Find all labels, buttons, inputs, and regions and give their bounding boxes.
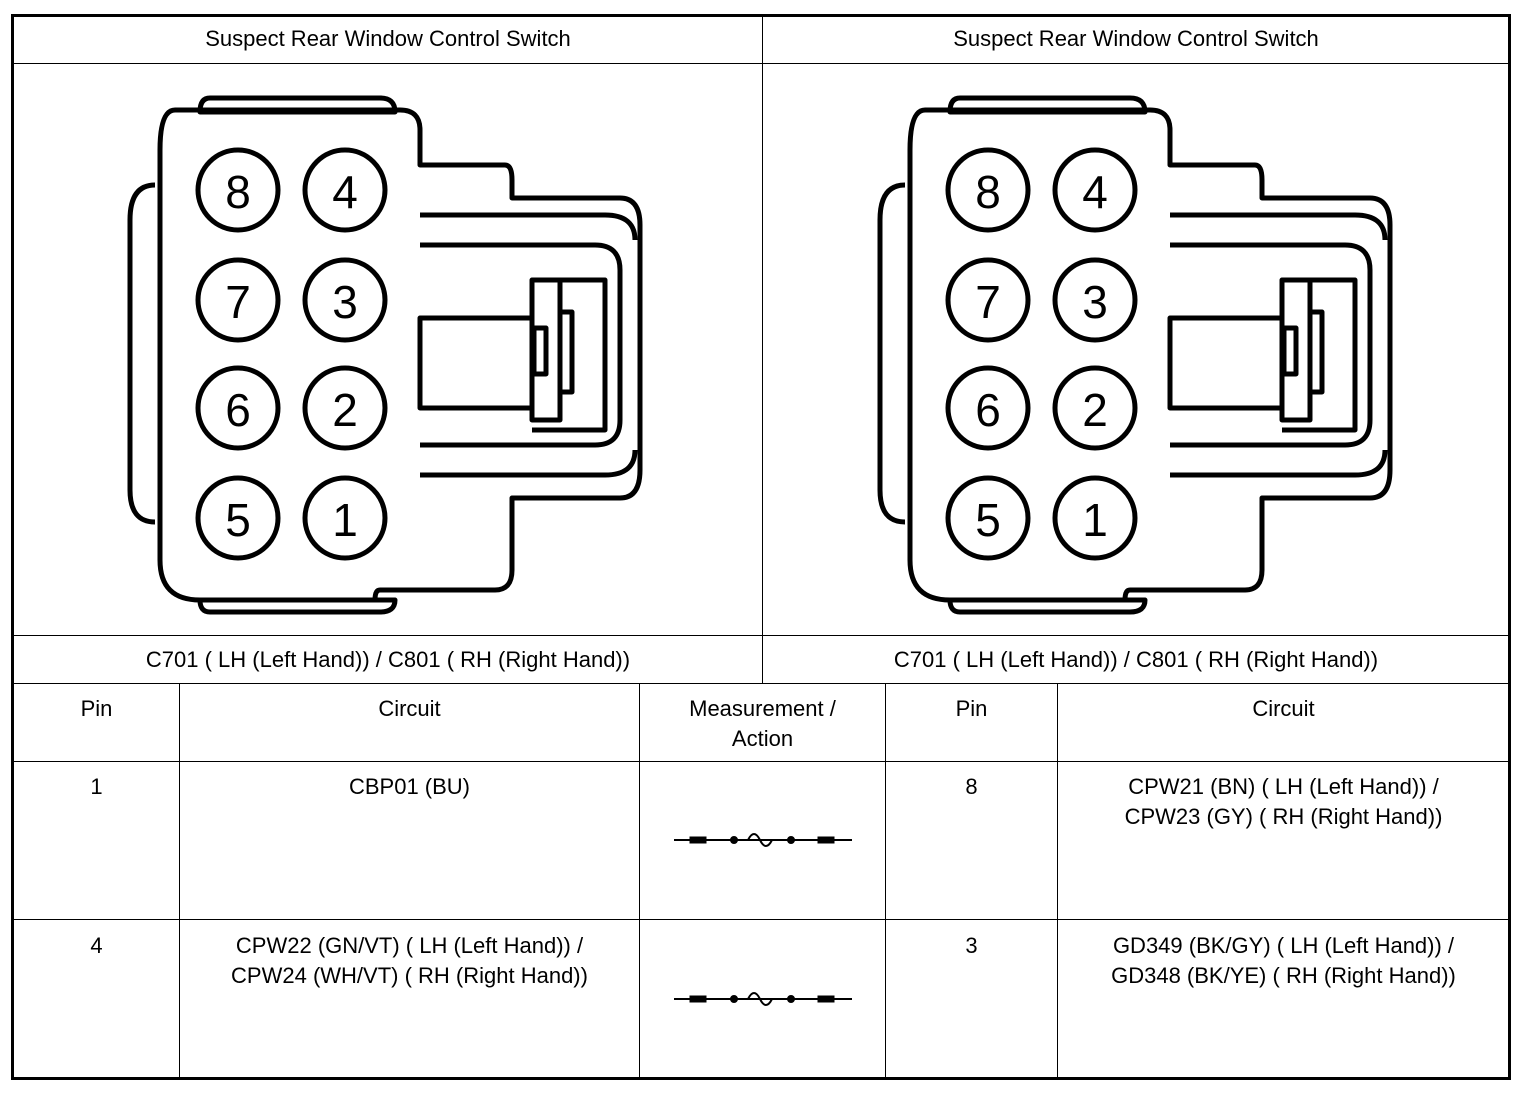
pin-2-label: 2 <box>332 384 358 436</box>
resistance-meter-icon <box>674 833 852 847</box>
column-header-circuit: Circuit <box>1252 696 1315 721</box>
left-connector-diagram: 8 7 6 5 4 3 2 1 <box>127 95 643 615</box>
circuit-line: CPW24 (WH/VT) ( RH (Right Hand)) <box>231 963 588 988</box>
row-divider <box>13 683 1509 684</box>
column-header-pin: Pin <box>955 696 988 721</box>
pin-6-label: 6 <box>975 384 1001 436</box>
column-divider <box>885 683 886 1077</box>
table-row-1-circuit-a: CBP01 (BU) <box>180 772 639 802</box>
pin-6-label: 6 <box>225 384 251 436</box>
column-divider <box>639 683 640 1077</box>
pin-7-label: 7 <box>225 276 251 328</box>
pin-7-label: 7 <box>975 276 1001 328</box>
column-divider <box>1057 683 1058 1077</box>
table-row-1-pin-a: 1 <box>90 774 103 799</box>
circuit-line: GD349 (BK/GY) ( LH (Left Hand)) / <box>1112 933 1455 958</box>
circuit-line: CPW21 (BN) ( LH (Left Hand)) / <box>1128 774 1439 799</box>
pin-3-label: 3 <box>1082 276 1108 328</box>
row-divider <box>13 919 1509 920</box>
measurement-header-line2: Action <box>731 726 794 751</box>
pin-1-label: 1 <box>332 494 358 546</box>
pin-4-label: 4 <box>332 166 358 218</box>
table-row-1-pin-b: 8 <box>965 774 978 799</box>
measurement-header-line1: Measurement / <box>689 696 836 721</box>
column-header-measurement: Measurement / Action <box>640 694 885 754</box>
right-connector-diagram: 8 7 6 5 4 3 2 1 <box>877 95 1393 615</box>
right-switch-title: Suspect Rear Window Control Switch <box>953 26 1319 51</box>
table-row-2-pin-b: 3 <box>965 933 978 958</box>
pin-3-label: 3 <box>332 276 358 328</box>
row-divider <box>13 635 1509 636</box>
circuit-line: CBP01 (BU) <box>348 774 471 799</box>
pin-5-label: 5 <box>225 494 251 546</box>
column-divider <box>762 16 763 683</box>
document-frame <box>11 14 1511 1080</box>
table-row-2-circuit-b: GD349 (BK/GY) ( LH (Left Hand)) / GD348 … <box>1058 931 1509 991</box>
circuit-line: GD348 (BK/YE) ( RH (Right Hand)) <box>1111 963 1456 988</box>
pin-4-label: 4 <box>1082 166 1108 218</box>
pin-1-label: 1 <box>1082 494 1108 546</box>
circuit-line: CPW23 (GY) ( RH (Right Hand)) <box>1124 804 1443 829</box>
left-switch-title: Suspect Rear Window Control Switch <box>205 26 571 51</box>
resistance-meter-icon <box>674 992 852 1006</box>
column-header-pin: Pin <box>80 696 113 721</box>
row-divider <box>13 63 1509 64</box>
table-row-2-pin-a: 4 <box>90 933 103 958</box>
row-divider <box>13 761 1509 762</box>
circuit-line: CPW22 (GN/VT) ( LH (Left Hand)) / <box>235 933 584 958</box>
table-row-2-circuit-a: CPW22 (GN/VT) ( LH (Left Hand)) / CPW24 … <box>180 931 639 991</box>
table-row-1-circuit-b: CPW21 (BN) ( LH (Left Hand)) / CPW23 (GY… <box>1058 772 1509 832</box>
pin-5-label: 5 <box>975 494 1001 546</box>
left-connector-label: C701 ( LH (Left Hand)) / C801 ( RH (Righ… <box>145 647 631 672</box>
right-connector-label: C701 ( LH (Left Hand)) / C801 ( RH (Righ… <box>893 647 1379 672</box>
pin-8-label: 8 <box>225 166 251 218</box>
column-header-circuit: Circuit <box>378 696 441 721</box>
pin-2-label: 2 <box>1082 384 1108 436</box>
pin-8-label: 8 <box>975 166 1001 218</box>
column-divider <box>179 683 180 1077</box>
